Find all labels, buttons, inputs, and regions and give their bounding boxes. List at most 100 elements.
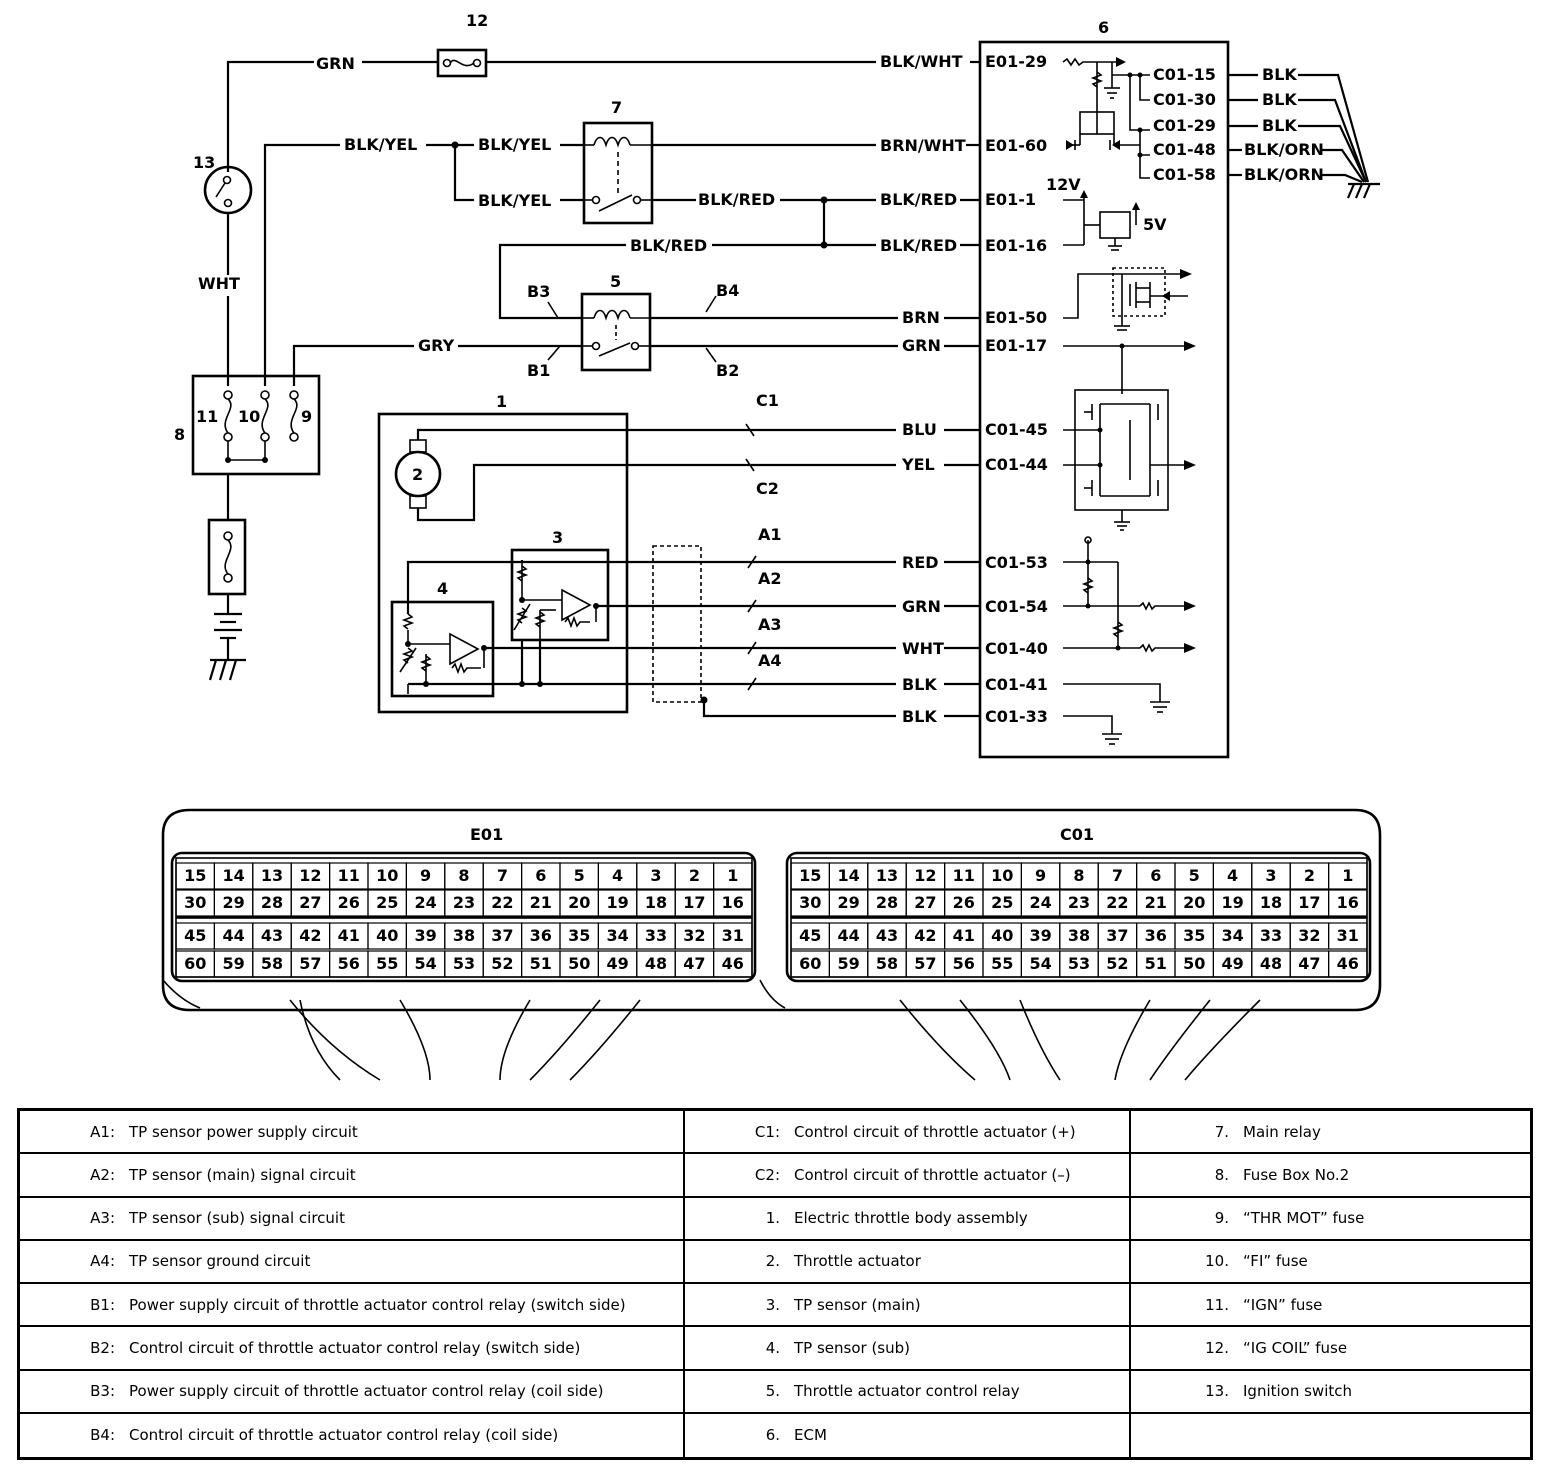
pin-number: 50 [1183, 954, 1205, 973]
pin-cell [1327, 889, 1368, 917]
pin-number: 5 [574, 866, 585, 885]
legend-text: Control circuit of throttle actuator (+) [794, 1122, 1076, 1141]
wire-blk-red-2: BLK/RED [880, 190, 957, 209]
pin-cell [1327, 950, 1368, 978]
label-b3: B3 [527, 282, 550, 301]
pin-number: 8 [1073, 866, 1084, 885]
pin-number: 41 [338, 926, 360, 945]
pin-number: 35 [568, 926, 590, 945]
pin-number: 22 [491, 893, 513, 912]
pin-number: 28 [876, 893, 898, 912]
pin-number: 56 [953, 954, 975, 973]
legend-text: Fuse Box No.2 [1243, 1165, 1350, 1184]
pin-number: 2 [1304, 866, 1315, 885]
terminal-e01-17: E01-17 [985, 336, 1047, 355]
pin-number: 37 [1106, 926, 1128, 945]
legend-cell [1131, 1414, 1530, 1457]
pin-number: 31 [722, 926, 744, 945]
pin-number: 11 [953, 866, 975, 885]
terminal-e01-29: E01-29 [985, 52, 1047, 71]
legend-text: TP sensor (main) [794, 1295, 921, 1314]
pin-cell [1327, 922, 1368, 950]
wire-blk-29: BLK [1262, 116, 1297, 135]
wire-grn-a2: GRN [902, 597, 941, 616]
pin-number: 26 [953, 893, 975, 912]
wire-brn: BRN [902, 308, 940, 327]
label-2: 2 [412, 465, 423, 484]
pin-number: 6 [535, 866, 546, 885]
legend-key: 10. [1205, 1252, 1229, 1271]
harness-wires [289, 999, 1261, 1081]
pin-number: 7 [1112, 866, 1123, 885]
legend-cell: A2:TP sensor (main) signal circuit [20, 1154, 685, 1198]
legend-cell: C1: Control circuit of throttle actuator … [685, 1111, 1131, 1155]
label-5v: 5V [1143, 215, 1167, 234]
legend-text: Main relay [1243, 1122, 1321, 1141]
wire-blk-yel-2: BLK/YEL [478, 135, 551, 154]
legend-key: A2: [90, 1165, 115, 1184]
label-1: 1 [496, 392, 507, 411]
wire-blk-15: BLK [1262, 65, 1297, 84]
electric-throttle-body: 1 2 3 4 [377, 392, 746, 714]
pin-number: 42 [299, 926, 321, 945]
pin-number: 20 [568, 893, 590, 912]
legend-cell: B1:Power supply circuit of throttle actu… [20, 1284, 685, 1328]
pin-number: 55 [991, 954, 1013, 973]
wire-yel: YEL [901, 455, 935, 474]
pin-number: 58 [876, 954, 898, 973]
wire-grn-top: GRN [316, 54, 355, 73]
terminal-e01-16: E01-16 [985, 236, 1047, 255]
legend-text: TP sensor (sub) [794, 1338, 911, 1357]
legend-text: TP sensor ground circuit [129, 1252, 311, 1271]
wire-grn-b2: GRN [902, 336, 941, 355]
legend-cell: 9.“THR MOT” fuse [1131, 1198, 1530, 1241]
pin-number: 14 [837, 866, 859, 885]
pin-number: 18 [1260, 893, 1282, 912]
legend-text: Electric throttle body assembly [794, 1209, 1028, 1228]
pin-cell [712, 950, 753, 978]
legend-key: 5. [765, 1382, 780, 1401]
terminal-c01-29: C01-29 [1153, 116, 1216, 135]
legend-key: B2: [90, 1338, 115, 1357]
label-6: 6 [1098, 18, 1109, 37]
wire-blk-wht: BLK/WHT [880, 52, 963, 71]
wiring-diagram: 13 GRN WHT 12 BLK/WHT BLK/YEL BLK/YEL BL… [161, 11, 1382, 1081]
pin-number: 33 [645, 926, 667, 945]
pin-number: 21 [530, 893, 552, 912]
label-a3: A3 [758, 615, 782, 634]
pin-number: 43 [261, 926, 283, 945]
legend-text: “THR MOT” fuse [1243, 1209, 1365, 1228]
pin-number: 15 [799, 866, 821, 885]
label-13: 13 [193, 153, 215, 172]
pin-number: 10 [991, 866, 1013, 885]
pin-number: 33 [1260, 926, 1282, 945]
pin-number: 34 [1221, 926, 1243, 945]
pin-number: 51 [530, 954, 552, 973]
label-7: 7 [611, 98, 622, 117]
pin-number: 4 [612, 866, 623, 885]
pin-number: 32 [683, 926, 705, 945]
wire-blk-orn-48: BLK/ORN [1244, 140, 1324, 159]
pin-number: 43 [876, 926, 898, 945]
pin-number: 39 [414, 926, 436, 945]
label-a1: A1 [758, 525, 782, 544]
pin-number: 27 [299, 893, 321, 912]
pin-number: 12 [299, 866, 321, 885]
ground-symbol-ecm [1346, 182, 1380, 199]
pin-number: 37 [491, 926, 513, 945]
wire-blu: BLU [902, 420, 937, 439]
legend-key: C1: [754, 1122, 780, 1141]
legend-cell: 7.Main relay [1131, 1111, 1530, 1155]
legend-cell: A4:TP sensor ground circuit [20, 1240, 685, 1284]
ignition-switch: 13 [193, 153, 253, 215]
legend-cell: B4:Control circuit of throttle actuator … [20, 1413, 685, 1457]
pin-number: 56 [338, 954, 360, 973]
wire-gry: GRY [418, 336, 455, 355]
label-c2: C2 [756, 479, 779, 498]
legend-cell: 11.“IGN” fuse [1131, 1284, 1530, 1328]
wire-blk-red-1: BLK/RED [698, 190, 775, 209]
pin-cell [712, 862, 753, 890]
legend-key: B4: [90, 1426, 115, 1445]
